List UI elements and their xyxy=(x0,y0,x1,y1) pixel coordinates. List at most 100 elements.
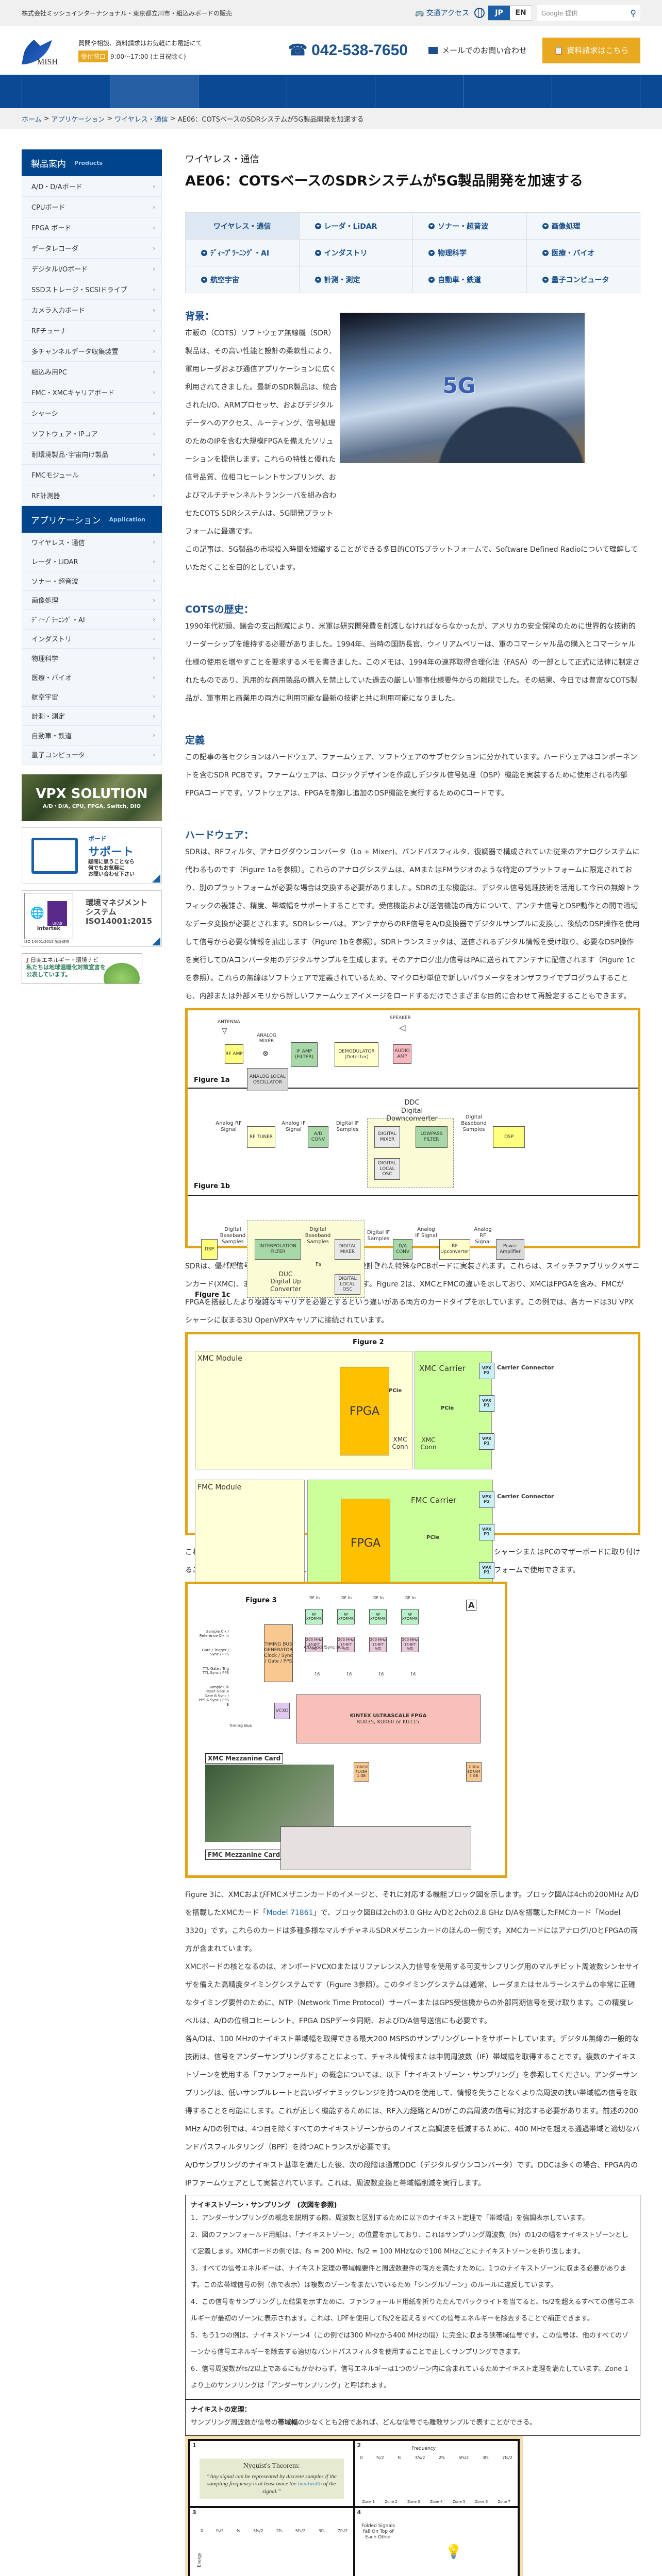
sidebar-item[interactable]: ワイヤレス・通信› xyxy=(22,533,162,552)
sidebar-item[interactable]: ソナー・超音波› xyxy=(22,571,162,591)
sidebar-item[interactable]: 量子コンピュータ› xyxy=(22,745,162,765)
sidebar-item[interactable]: シャーシ› xyxy=(22,403,162,423)
board-support-banner[interactable]: ボード サポート 疑問に思うことなら 何でもお気軽に お問い合わせ下さい xyxy=(22,827,162,884)
intertek-globe-icon: 🌐 xyxy=(30,907,45,920)
request-materials-button[interactable]: 📋資料請求はこちら xyxy=(542,37,640,63)
nav-item[interactable] xyxy=(463,75,551,108)
frequency-tick: fs xyxy=(398,2455,402,2460)
nav-item[interactable] xyxy=(286,75,375,108)
search-placeholder: Google 提供 xyxy=(541,9,578,17)
sidebar-item[interactable]: 物理科学 › xyxy=(22,649,162,668)
tab[interactable]: 量子コンピュータ xyxy=(526,266,640,293)
sidebar-item[interactable]: FMC・XMCキャリアボード› xyxy=(22,382,162,403)
fmc-carrier-label: FMC Carrier xyxy=(411,1496,457,1505)
sidebar-item[interactable]: CPUボード › xyxy=(22,197,162,217)
breadcrumb-sep: > xyxy=(107,114,113,123)
lang-en-button[interactable]: EN xyxy=(510,6,532,20)
sidebar-item[interactable]: 画像処理› xyxy=(22,590,162,610)
tab-label: ワイヤレス・通信 xyxy=(213,222,271,231)
tab[interactable]: 計測・測定 xyxy=(299,266,413,293)
sidebar-item[interactable]: 耐環境製品･宇宙向け製品› xyxy=(22,444,162,465)
nav-item[interactable] xyxy=(375,75,463,108)
sidebar-item-label: インダストリ xyxy=(31,636,72,644)
tab-active[interactable]: ワイヤレス・通信 xyxy=(186,213,300,240)
tab[interactable]: 自動車・鉄道 xyxy=(413,266,527,293)
vcxo-block: VCXO xyxy=(274,1703,290,1719)
chevron-right-icon: › xyxy=(153,203,155,211)
tab[interactable]: 物理科学 xyxy=(413,240,527,266)
sidebar-item[interactable]: 自動車・鉄道› xyxy=(22,726,162,745)
sidebar-item[interactable]: 多チャンネルデータ収集装置› xyxy=(22,341,162,362)
search-icon[interactable]: ⚲ xyxy=(630,8,636,18)
sidebar-item[interactable]: 医療・バイオ› xyxy=(22,668,162,687)
iso-banner[interactable]: 🌐 UKAS intertek ISO 14001:2015 認証取得 環境マネ… xyxy=(22,890,162,947)
tab[interactable]: 航空宇宙 xyxy=(186,266,300,293)
sidebar-item[interactable]: 組込み用PC› xyxy=(22,362,162,382)
sidebar-item-label: 量子コンピュータ xyxy=(31,752,86,760)
contact-line: 質問や相談、資料請求はお気軽にお電話にて xyxy=(78,39,203,47)
breadcrumb-home[interactable]: ホーム xyxy=(22,115,42,124)
sidebar-item[interactable]: ソフトウェア・IPコア› xyxy=(22,423,162,444)
nav-item[interactable] xyxy=(198,75,287,108)
tab[interactable]: レーダ・LiDAR xyxy=(299,213,413,240)
model-71861-link[interactable]: Model 71861 xyxy=(266,1909,313,1917)
vpx-solution-banner[interactable]: VPX SOLUTION A/D・D/A, CPU, FPGA, Switch,… xyxy=(22,774,162,821)
nyquist-list-item: 3．すべての信号エネルギーは、ナイキスト定理の帯域幅要件と周波数要件の両方を満た… xyxy=(191,2264,627,2290)
figure-3-paragraph: Figure 3に、XMCおよびFMCメザニンカードのイメージと、それに対応する… xyxy=(185,1886,640,1958)
sidebar-item[interactable]: ﾃﾞｨｰﾌﾟﾗｰﾆﾝｸﾞ・AI› xyxy=(22,610,162,630)
sidebar-item[interactable]: FMCモジュール› xyxy=(22,465,162,485)
sidebar-item[interactable]: 航空宇宙› xyxy=(22,687,162,707)
eco-navi-banner[interactable]: ʃ 日商エネルギー・環境ナビ 私たちは地球温暖化対策宣言を 公表しています。 xyxy=(22,953,142,984)
sidebar-item[interactable]: RFチューナ› xyxy=(22,320,162,341)
nav-item-current[interactable] xyxy=(110,75,198,108)
company-logo[interactable]: MISH xyxy=(22,33,58,67)
nav-item[interactable] xyxy=(551,75,640,108)
digital-if-label: Digital IF Samples xyxy=(367,1230,390,1242)
access-link[interactable]: 🚌交通アクセス xyxy=(415,8,469,18)
sidebar-item-label: CPUボード xyxy=(31,204,65,212)
fpga-block: FPGA xyxy=(341,1499,390,1587)
breadcrumb-apps[interactable]: アプリケーション xyxy=(51,115,105,124)
tab[interactable]: ﾃﾞｨｰﾌﾟﾗｰﾆﾝｸﾞ・AI xyxy=(186,240,300,266)
vpx-connector: VPX P1 xyxy=(479,1395,494,1412)
chevron-circle-icon xyxy=(315,276,321,283)
breadcrumb-wireless[interactable]: ワイヤレス・通信 xyxy=(114,115,168,124)
chevron-right-icon: › xyxy=(153,712,155,720)
lang-jp-button[interactable]: JP xyxy=(488,6,510,20)
sidebar-item[interactable]: データレコーダ› xyxy=(22,238,162,259)
analog-rf-label: Analog RF Signal xyxy=(216,1121,242,1132)
search-input[interactable]: Google 提供 ⚲ xyxy=(537,5,640,21)
sidebar-item[interactable]: インダストリ› xyxy=(22,629,162,649)
sidebar-item[interactable]: デジタルI/Oボード› xyxy=(22,259,162,279)
frequency-tick: fs/2 xyxy=(216,2529,224,2533)
sidebar-item[interactable]: FPGA ボード› xyxy=(22,217,162,238)
sidebar-item-label: RFチューナ xyxy=(31,328,67,335)
timing-bus-label: Timing Bus xyxy=(229,1723,252,1728)
tab[interactable]: ソナー・超音波 xyxy=(413,213,527,240)
sidebar-item[interactable]: RF計測器› xyxy=(22,485,162,506)
sidebar-item[interactable]: A/D・D/Aボード› xyxy=(22,176,162,197)
bit-width-label: 16 xyxy=(410,1672,416,1676)
ad-conv-block: A/D CONV xyxy=(308,1126,328,1148)
dsp-block: DSP xyxy=(201,1239,218,1260)
chevron-right-icon: › xyxy=(153,244,155,252)
chevron-circle-icon xyxy=(542,249,549,256)
config-flash-block: CONFIG FLASH 1 GB xyxy=(354,1762,369,1782)
phone-number[interactable]: ☎042-538-7650 xyxy=(288,41,408,59)
sidebar-item[interactable]: レーダ・LiDAR› xyxy=(22,552,162,571)
nyquist-list-item: 2．図のファンフォールド用紙は、「ナイキストゾーン」の位置を示しており、これはサ… xyxy=(191,2231,628,2256)
chevron-right-icon: › xyxy=(153,654,155,662)
mail-contact-link[interactable]: メールでのお問い合わせ xyxy=(428,45,527,56)
sidebar-item[interactable]: SSDストレージ・SCSIドライブ› xyxy=(22,279,162,300)
nav-item[interactable] xyxy=(22,75,110,108)
tab[interactable]: 画像処理 xyxy=(526,213,640,240)
sidebar-item-label: 航空宇宙 xyxy=(31,693,59,702)
tab[interactable]: インダストリ xyxy=(299,240,413,266)
rf-transformer-block: RF XFORMR xyxy=(369,1609,387,1624)
sidebar-item[interactable]: 計測・測定› xyxy=(22,706,162,726)
sidebar-item[interactable]: カメラ入力ボード› xyxy=(22,300,162,320)
rf-in-label: RF In xyxy=(309,1596,320,1600)
tab[interactable]: 医療・バイオ xyxy=(526,240,640,266)
sidebar-item-label: 物理科学 xyxy=(31,655,59,663)
